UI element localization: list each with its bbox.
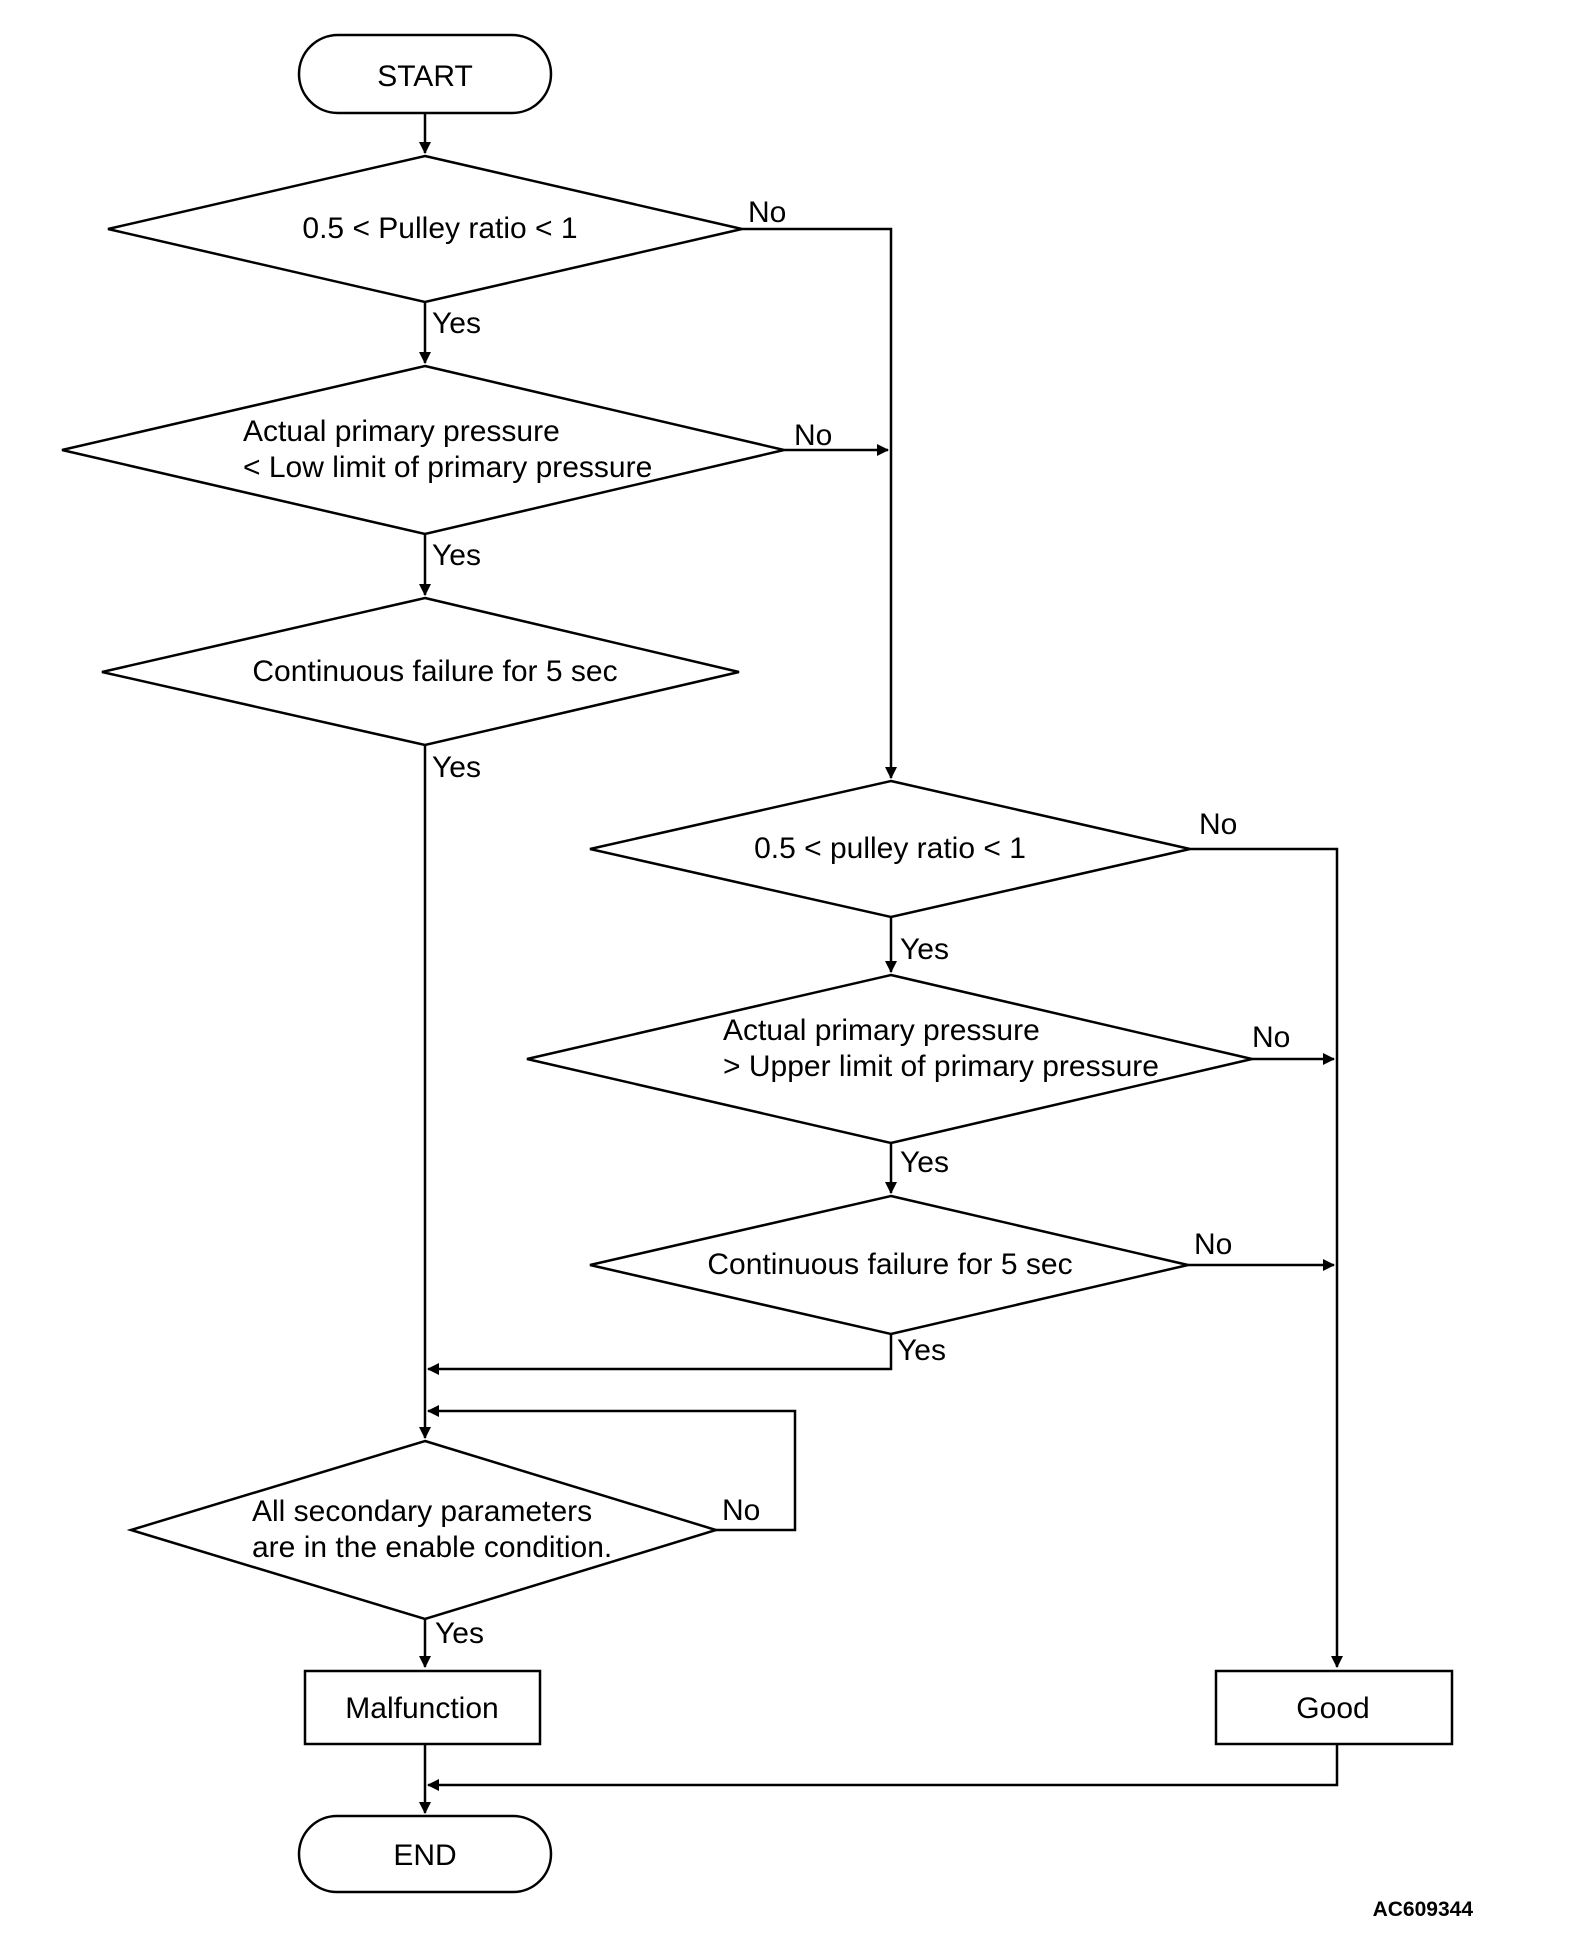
decision-secondary-parameters (126, 1439, 721, 1621)
decision-continuous-failure-2-text: Continuous failure for 5 sec (707, 1248, 1072, 1281)
decision-low-limit-pressure (61, 364, 785, 536)
malfunction-label: Malfunction (345, 1692, 498, 1725)
d1-yes-label: Yes (432, 307, 481, 340)
decision-continuous-failure-1-text: Continuous failure for 5 sec (252, 655, 617, 688)
malfunction-box (303, 1669, 542, 1746)
end-terminator (297, 1814, 553, 1894)
decision-low-limit-pressure-text-2: < Low limit of primary pressure (243, 451, 652, 484)
connector-d6-yes (427, 1334, 893, 1375)
decision-pulley-ratio-2-text: 0.5 < pulley ratio < 1 (754, 832, 1026, 865)
d7-no-label: No (722, 1494, 760, 1527)
connector-d1-no (742, 227, 897, 779)
connector-good-end (427, 1744, 1339, 1791)
decision-upper-limit-pressure-text-1: Actual primary pressure (723, 1014, 1040, 1047)
good-label: Good (1296, 1692, 1369, 1725)
decision-secondary-parameters-text-1: All secondary parameters (252, 1495, 592, 1528)
connector-d7-no-loop (427, 1405, 797, 1532)
d1-no-label: No (748, 196, 786, 229)
d4-yes-label: Yes (900, 933, 949, 966)
end-label: END (393, 1839, 456, 1872)
decision-secondary-parameters-text-2: are in the enable condition. (252, 1531, 612, 1564)
reference-code: AC609344 (1373, 1898, 1474, 1921)
d2-no-label: No (794, 419, 832, 452)
d4-no-label: No (1199, 808, 1237, 841)
connector-d4-no (1190, 847, 1343, 1668)
decision-low-limit-pressure-text-1: Actual primary pressure (243, 415, 560, 448)
d5-no-label: No (1252, 1021, 1290, 1054)
d5-yes-label: Yes (900, 1146, 949, 1179)
good-box (1214, 1669, 1454, 1746)
decision-pulley-ratio-1-text: 0.5 < Pulley ratio < 1 (302, 212, 577, 245)
d2-yes-label: Yes (432, 539, 481, 572)
d6-yes-label: Yes (897, 1334, 946, 1367)
start-label: START (377, 60, 473, 93)
decision-upper-limit-pressure-text-2: > Upper limit of primary pressure (723, 1050, 1159, 1083)
d3-yes-label: Yes (432, 751, 481, 784)
d7-yes-label: Yes (435, 1617, 484, 1650)
d6-no-label: No (1194, 1228, 1232, 1261)
